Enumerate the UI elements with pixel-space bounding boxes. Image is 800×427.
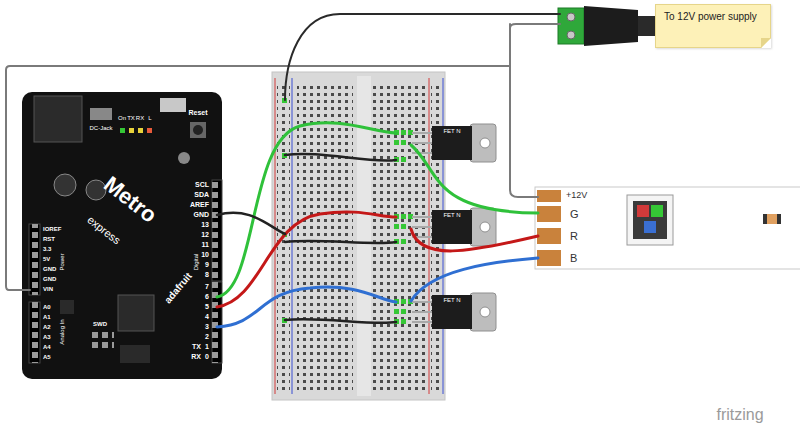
pin-label: A3 <box>43 334 51 341</box>
pin-label: A2 <box>43 324 51 331</box>
pin-label: 10 <box>201 251 209 259</box>
led-label: TX <box>127 115 135 122</box>
pin-label: 5V <box>43 256 50 263</box>
led-label: L <box>148 115 151 122</box>
pin-label: 4 <box>205 313 209 321</box>
metro-board <box>22 92 222 379</box>
led-strip <box>535 187 800 269</box>
pin-label: VIN <box>43 286 53 293</box>
pad-label: B <box>570 252 577 264</box>
breadboard <box>272 72 445 400</box>
pin-label: A5 <box>43 354 51 361</box>
pad-label: R <box>570 230 578 242</box>
pin-label: 2 <box>205 333 209 341</box>
pin-label: AREF <box>190 201 209 209</box>
led-label: On <box>118 115 126 122</box>
pin-label: 9 <box>205 261 209 269</box>
wires <box>6 14 560 327</box>
note-fold <box>761 38 771 48</box>
pin-label: 11 <box>202 241 209 249</box>
watermark: fritzing <box>716 406 763 424</box>
pin-label: 1 <box>205 343 209 351</box>
board-name: Metro <box>99 172 161 228</box>
pin-label: 8 <box>205 271 209 279</box>
part-label: FET N <box>443 128 460 135</box>
pad-label: G <box>570 208 579 220</box>
pin-label: A4 <box>43 344 51 351</box>
pin-label: A0 <box>43 304 51 311</box>
jack-label: DC-Jack <box>89 125 112 132</box>
pin-label: 5 <box>205 303 209 311</box>
pin-label: SDA <box>194 191 209 199</box>
pin-label: GND <box>43 266 56 273</box>
power-jack <box>558 6 656 46</box>
pin-label: 7 <box>205 283 209 291</box>
brand-label: adafruit <box>162 270 194 305</box>
pin-label: 0 <box>205 353 209 361</box>
part-label: FET N <box>443 297 460 304</box>
mosfet <box>412 124 496 331</box>
pin-label: IOREF <box>43 226 61 233</box>
pin-label: 3 <box>205 323 209 331</box>
pin-label: SCL <box>195 181 209 189</box>
group-label: Power <box>59 253 66 270</box>
pin-label: A1 <box>43 314 51 321</box>
group-label: Digital <box>193 254 200 271</box>
button-label: Reset <box>188 109 207 117</box>
pin-label: GND <box>43 276 56 283</box>
pin-label: RST <box>43 236 55 243</box>
led-label: RX <box>136 115 144 122</box>
group-label: Analog In <box>59 319 66 344</box>
connector-label: SWD <box>93 321 107 328</box>
pin-label: 13 <box>201 221 209 229</box>
pin-label: GND <box>193 211 209 219</box>
pin-label: 12 <box>201 231 209 239</box>
note-text: To 12V power supply <box>664 11 762 23</box>
pad-label: +12V <box>566 191 587 201</box>
board-name: express <box>85 213 123 246</box>
pin-label: 3.3 <box>43 246 51 253</box>
pin-label: RX <box>191 353 201 361</box>
pin-label: 6 <box>205 293 209 301</box>
pin-label: TX <box>192 343 201 351</box>
part-label: FET N <box>443 212 460 219</box>
note-box: To 12V power supply <box>655 4 771 48</box>
